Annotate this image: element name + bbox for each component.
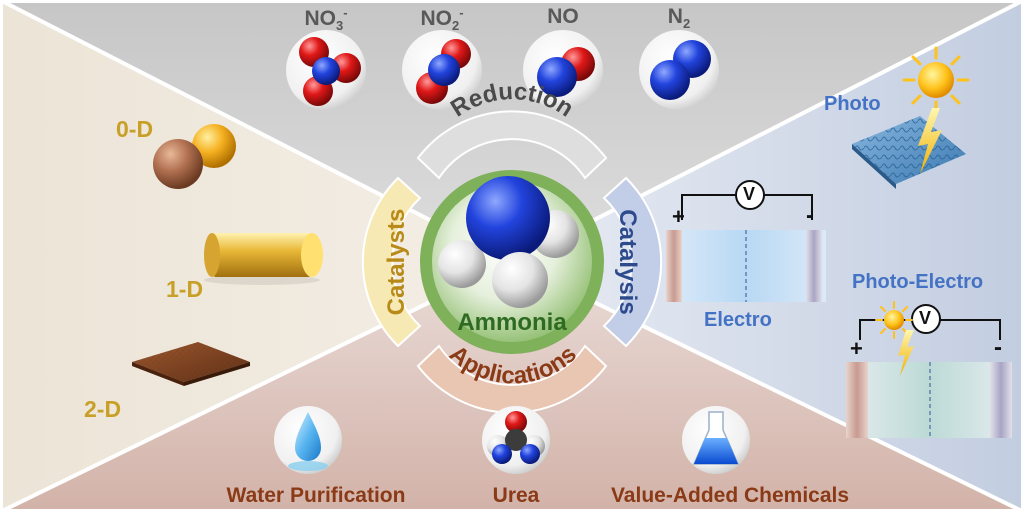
voltmeter-label-2: V bbox=[919, 308, 932, 328]
label-electro: Electro bbox=[704, 309, 772, 331]
molecule-label-nitrate: NO3- bbox=[304, 5, 348, 34]
one-d-nanorod-icon bbox=[204, 233, 323, 285]
molecule-nitrite-icon bbox=[402, 30, 482, 110]
label-1d: 1-D bbox=[166, 276, 204, 302]
lightning-bolt-icon bbox=[918, 108, 942, 174]
molecule-label-nitrite: NO2- bbox=[420, 5, 464, 34]
voltmeter-label: V bbox=[743, 184, 756, 204]
photo-electro-bolt-icon bbox=[898, 330, 914, 376]
center-label: Ammonia bbox=[457, 309, 567, 336]
flask-icon bbox=[682, 406, 750, 474]
label-photo-electro: Photo-Electro bbox=[852, 271, 984, 293]
electro-cell-icon bbox=[666, 180, 826, 302]
photo-electro-cell-icon bbox=[846, 304, 1012, 438]
ring-label-catalysts: Catalysts bbox=[383, 209, 410, 316]
photo-sun-icon bbox=[902, 46, 970, 114]
label-photo: Photo bbox=[824, 93, 881, 115]
molecule-label-n2: N2 bbox=[667, 5, 691, 32]
label-water-purification: Water Purification bbox=[226, 484, 406, 507]
two-d-sheet-icon bbox=[132, 342, 250, 386]
photo-electro-sun-icon bbox=[875, 301, 913, 339]
water-drop-icon bbox=[274, 406, 342, 474]
electro-minus-sign: - bbox=[806, 202, 814, 229]
molecule-nitrate-icon bbox=[286, 30, 366, 110]
urea-molecule-icon bbox=[482, 406, 550, 474]
molecule-n2-icon bbox=[639, 30, 719, 110]
electro-plus-sign: + bbox=[672, 204, 685, 229]
photo-electro-minus-sign: - bbox=[994, 334, 1002, 361]
label-0d: 0-D bbox=[116, 116, 154, 142]
zero-d-particles-icon bbox=[153, 124, 236, 189]
label-value-added-chemicals: Value-Added Chemicals bbox=[610, 484, 850, 507]
molecule-label-no: NO bbox=[547, 5, 579, 28]
photo-electro-plus-sign: + bbox=[850, 336, 863, 361]
molecule-no-icon bbox=[523, 30, 603, 110]
label-2d: 2-D bbox=[84, 396, 122, 422]
label-urea: Urea bbox=[492, 484, 540, 507]
ring-label-catalysis: Catalysis bbox=[614, 209, 641, 314]
ammonia-molecule-icon bbox=[438, 176, 579, 308]
